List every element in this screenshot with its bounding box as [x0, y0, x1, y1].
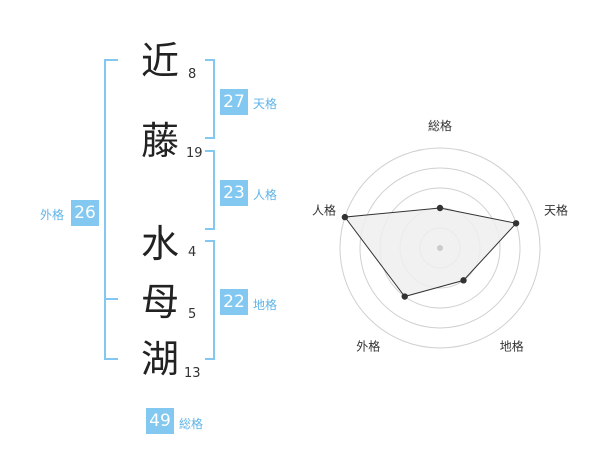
radar-axis-label-1: 天格	[544, 202, 568, 217]
chikaku-label: 地格	[253, 298, 278, 312]
jinkaku-bracket	[205, 150, 215, 230]
char-2-strokes: 19	[186, 146, 203, 161]
radar-axis-label-0: 総格	[428, 118, 452, 133]
radar-point-1	[512, 220, 520, 227]
gaikaku-label: 外格	[40, 208, 65, 222]
char-4: 母	[140, 280, 179, 324]
radar-polygon	[343, 207, 518, 298]
radar-ring-4	[359, 167, 521, 329]
chikaku-bracket	[205, 240, 215, 360]
char-1-strokes: 8	[188, 67, 197, 82]
char-3-strokes: 4	[188, 245, 197, 260]
radar-point-3	[401, 293, 408, 300]
gaikaku-bracket	[104, 59, 118, 360]
radar-axis-label-4: 人格	[312, 202, 336, 217]
char-1: 近	[140, 39, 179, 83]
soukaku-value: 49	[146, 408, 174, 434]
soukaku-label: 総格	[179, 417, 204, 431]
radar-center	[437, 245, 443, 251]
radar-point-0	[436, 204, 444, 212]
tenkaku-label: 天格	[253, 97, 278, 111]
tenkaku-value: 27	[220, 89, 248, 115]
radar-point-2	[460, 277, 467, 284]
gaikaku-bracket-tick-top	[104, 298, 118, 300]
radar-axis-label-2: 地格	[500, 339, 524, 354]
radar-axis-label-3: 外格	[356, 339, 380, 354]
jinkaku-value: 23	[220, 180, 248, 206]
chikaku-value: 22	[220, 289, 248, 315]
radar-point-4	[341, 213, 349, 221]
jinkaku-label: 人格	[253, 188, 278, 202]
tenkaku-bracket	[205, 59, 215, 139]
char-3: 水	[140, 222, 179, 266]
char-5: 湖	[140, 337, 179, 381]
char-4-strokes: 5	[188, 307, 197, 322]
radar-ring-5	[339, 147, 541, 349]
char-5-strokes: 13	[184, 366, 201, 381]
char-2: 藤	[140, 119, 179, 163]
gaikaku-value: 26	[71, 200, 99, 226]
